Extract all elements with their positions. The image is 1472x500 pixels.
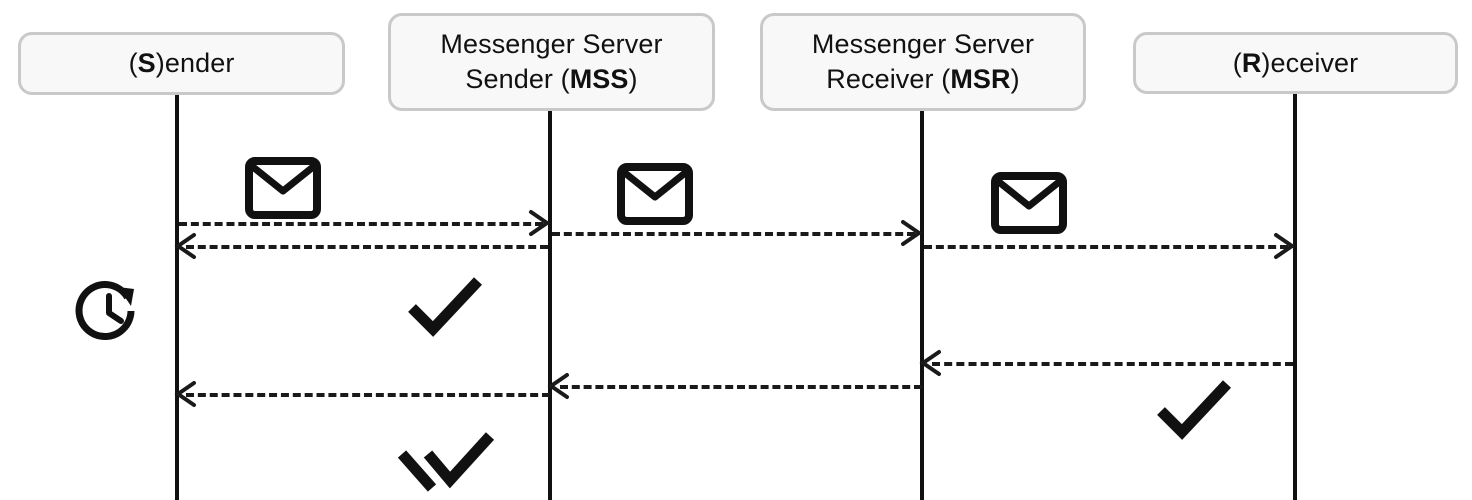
participant-label-receiver-suffix: )eceiver (1261, 47, 1359, 78)
lifeline-msr (920, 111, 924, 500)
check-icon (1155, 378, 1233, 440)
participant-box-receiver[interactable]: (R)eceiver (1133, 32, 1458, 94)
participant-label-mss: Messenger Server Sender (MSS) (401, 27, 702, 96)
participant-label-msr-line1: Messenger Server (811, 29, 1035, 60)
message-line-mss-to-sender-read (186, 393, 550, 397)
arrowhead-right-receiver-m3 (1272, 232, 1296, 259)
check-icon (406, 275, 484, 337)
message-line-receiver-to-msr (932, 362, 1293, 366)
envelope-icon (991, 172, 1067, 234)
participant-label-msr: Messenger Server Receiver (MSR) (773, 27, 1073, 96)
participant-box-sender[interactable]: (S)ender (18, 32, 345, 95)
participant-key-r: R (1241, 47, 1262, 78)
arrowhead-right-mss-m1 (527, 209, 551, 236)
arrowhead-left-sender-m4 (174, 232, 196, 259)
envelope-icon (617, 163, 693, 225)
lifeline-sender (175, 95, 179, 500)
lifeline-mss (548, 111, 552, 500)
arrowhead-left-mss-m6 (547, 372, 569, 399)
participant-key-msr: MSR (950, 64, 1011, 94)
lifeline-receiver (1293, 94, 1297, 500)
participant-label-mss-line2-prefix: Sender ( (465, 64, 570, 94)
participant-key-mss: MSS (569, 64, 629, 94)
clock-retry-icon (74, 277, 144, 347)
message-line-msr-to-mss (560, 385, 922, 389)
message-line-msr-to-receiver (924, 245, 1288, 249)
participant-label-receiver: (R)eceiver (1232, 47, 1359, 78)
message-line-sender-to-mss (179, 222, 543, 226)
participant-box-mss[interactable]: Messenger Server Sender (MSS) (388, 13, 715, 111)
arrowhead-left-msr-m5 (919, 349, 941, 376)
message-line-mss-to-msr (552, 232, 915, 236)
envelope-icon (245, 157, 321, 219)
participant-box-msr[interactable]: Messenger Server Receiver (MSR) (760, 13, 1086, 111)
arrowhead-right-msr-m2 (899, 219, 923, 246)
message-line-mss-to-sender-ack (186, 245, 548, 249)
participant-label-msr-line2-suffix: ) (1010, 64, 1020, 94)
participant-label-sender: (S)ender (128, 48, 235, 79)
participant-label-mss-line1: Messenger Server (440, 29, 663, 60)
double-check-icon (397, 432, 508, 500)
participant-label-sender-suffix: )ender (155, 48, 235, 79)
arrowhead-left-sender-m7 (174, 380, 196, 407)
participant-label-mss-line2-suffix: ) (628, 64, 638, 94)
participant-key-s: S (137, 48, 156, 79)
participant-label-msr-line2-prefix: Receiver ( (826, 64, 951, 94)
